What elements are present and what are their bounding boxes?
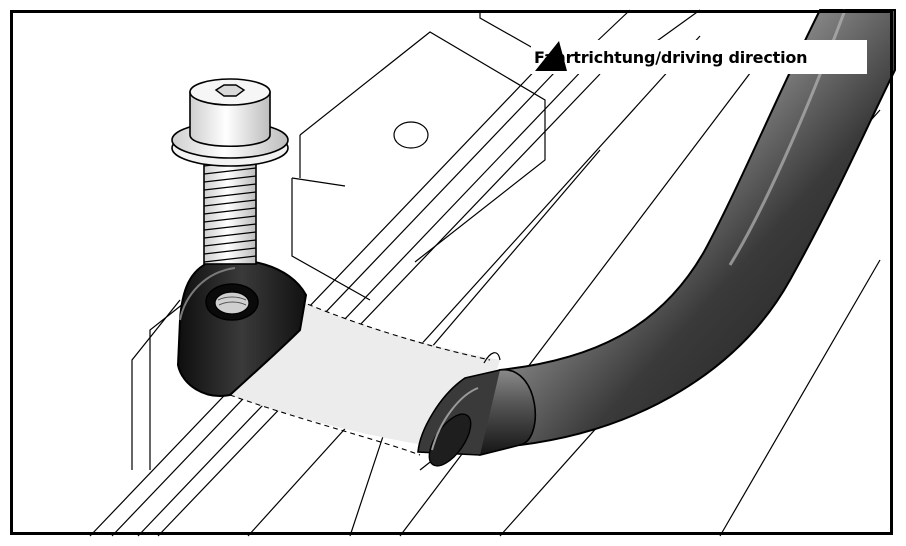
mounting-bracket	[176, 258, 308, 397]
flange-bolt	[171, 78, 289, 265]
hose	[417, 9, 896, 467]
hex-socket	[214, 84, 246, 97]
triangle-arrow-icon	[535, 41, 567, 71]
direction-label: Fahrtrichtung/driving direction	[531, 40, 867, 74]
body-panel-lines	[89, 9, 881, 537]
direction-text: Fahrtrichtung/driving direction	[534, 47, 808, 67]
circle-mark	[393, 121, 429, 149]
